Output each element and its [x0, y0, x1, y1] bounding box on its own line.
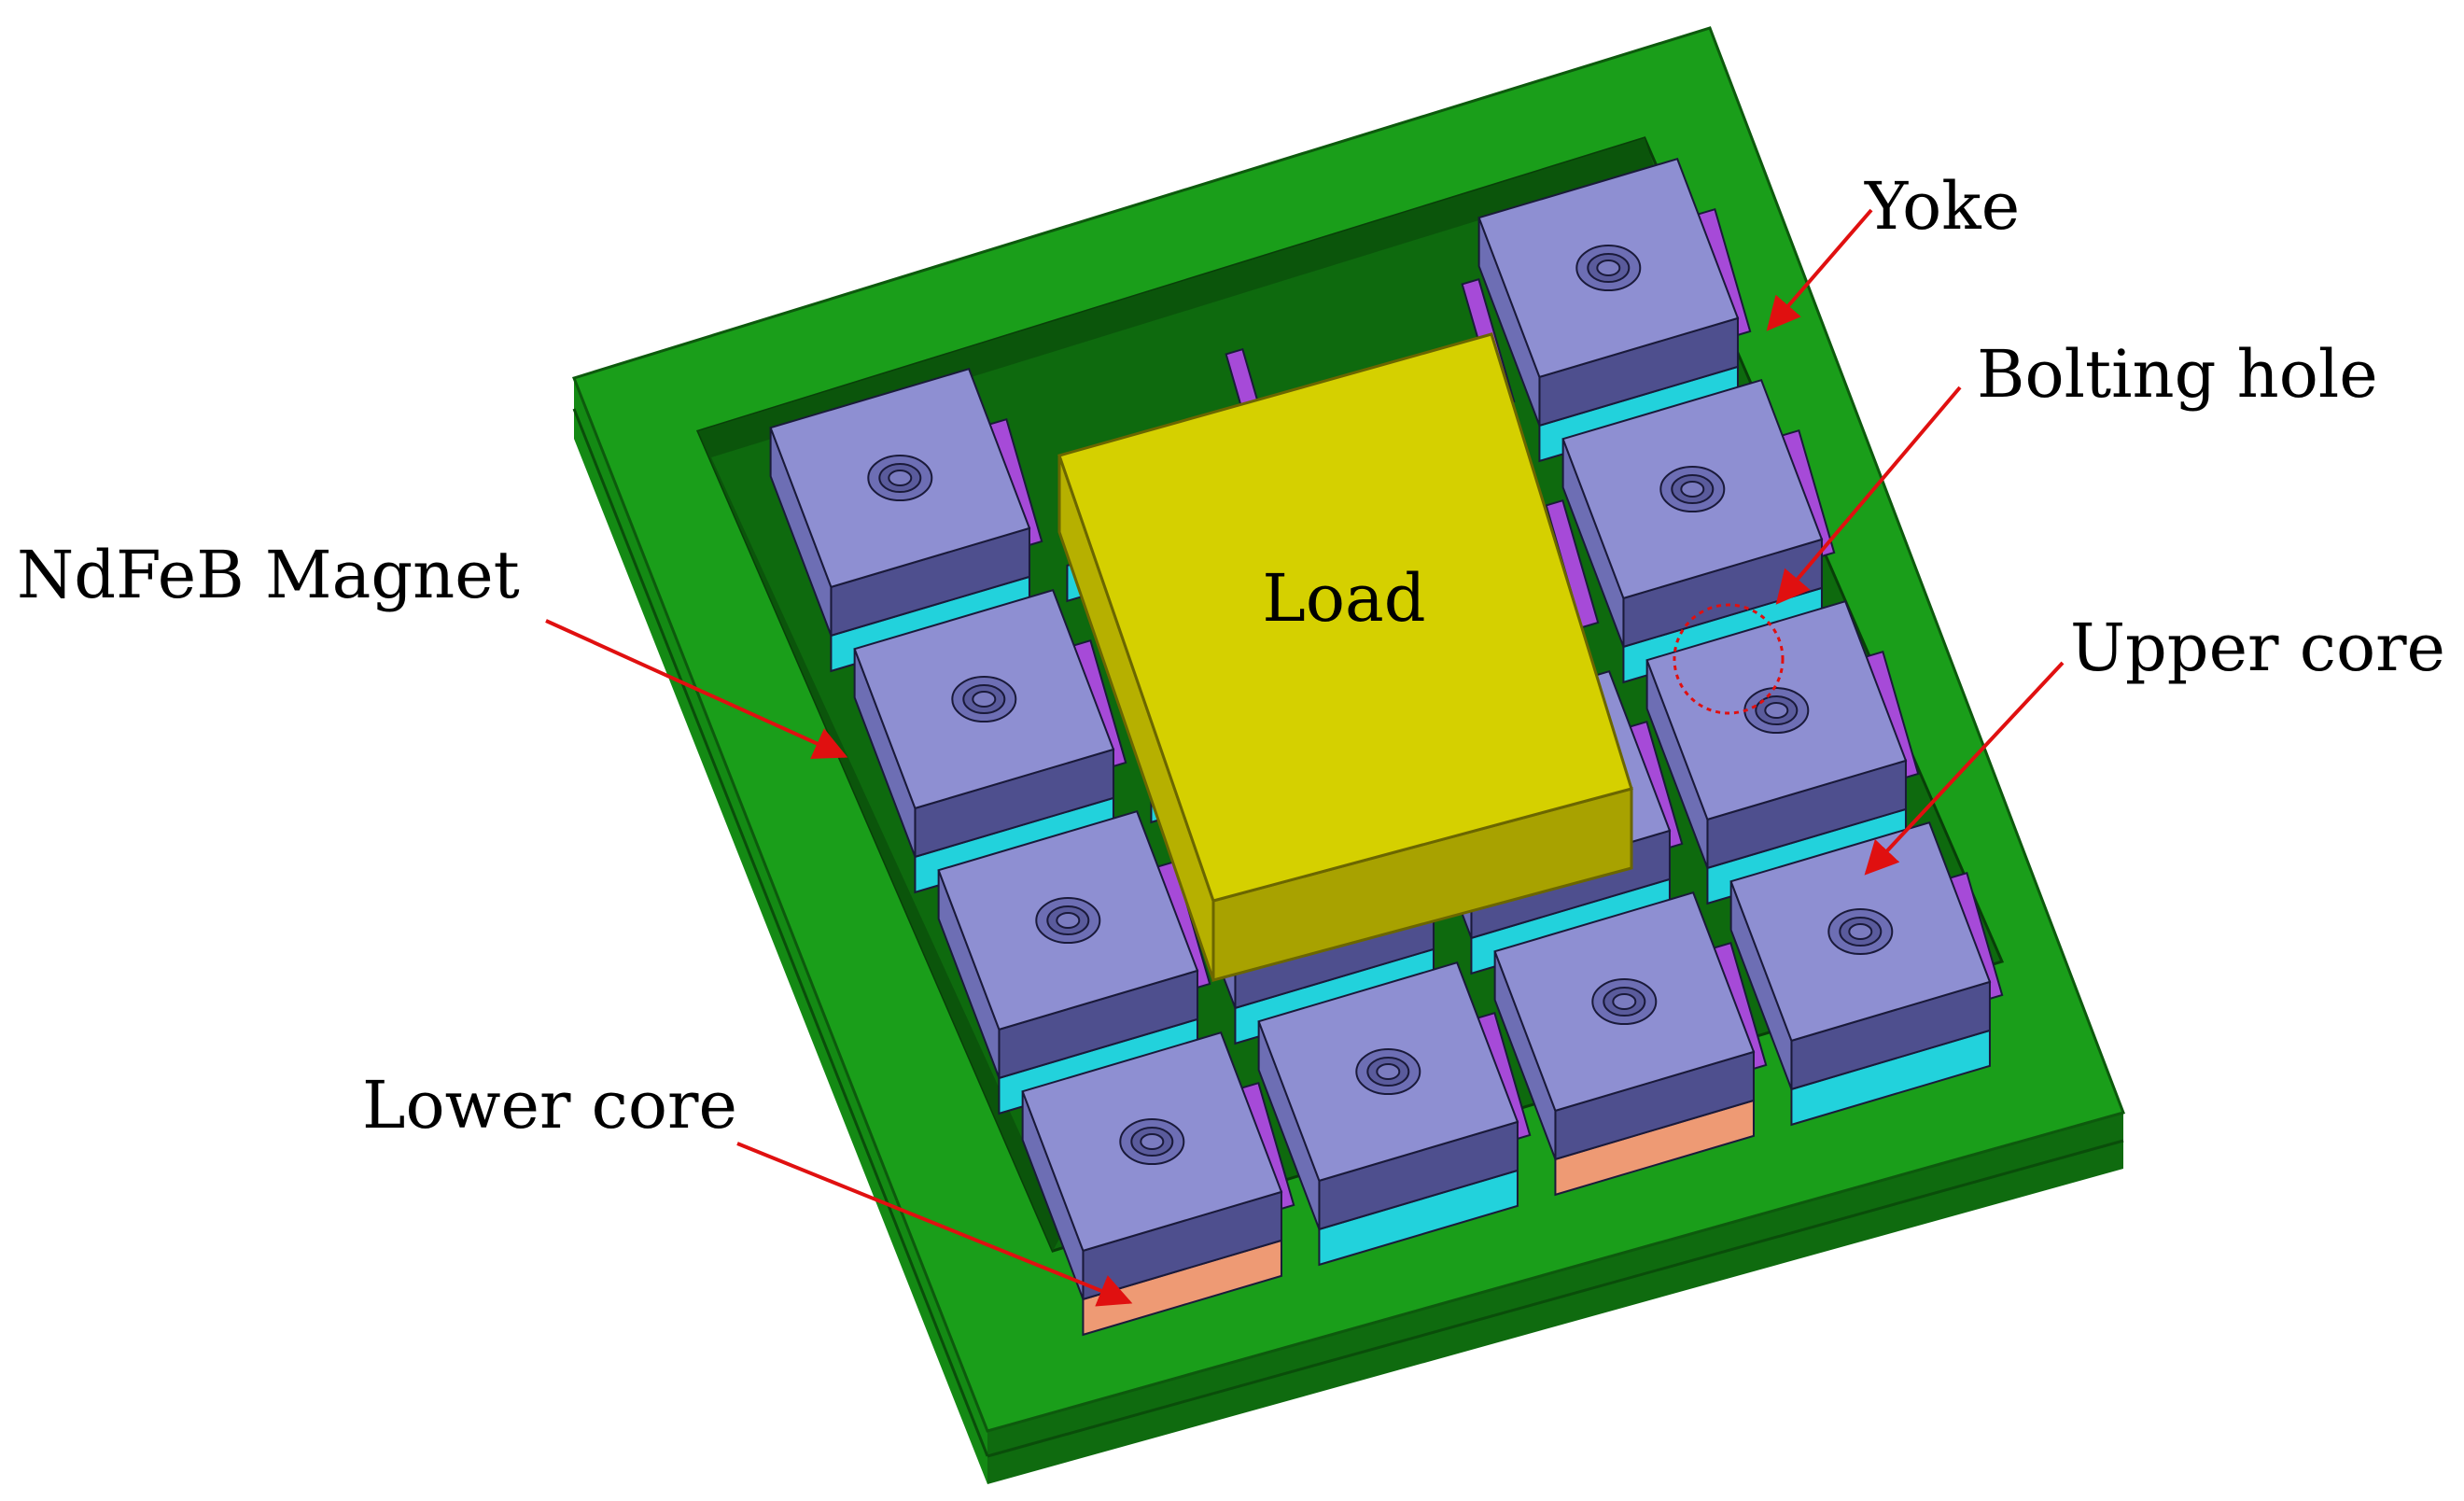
core-cell: [1477, 157, 1752, 463]
core-cell: [1561, 378, 1836, 684]
upper-core-arrow: [1864, 661, 2065, 876]
core-cell: [1493, 891, 1768, 1197]
ndfeb-magnet-label: NdFeB Magnet: [17, 537, 520, 613]
bolting-hole-highlight: [1673, 603, 1785, 715]
ndfeb-magnet-arrow: [545, 619, 848, 760]
bolting-hole-label: Bolting hole: [1977, 336, 2378, 413]
load-label: Load: [1262, 560, 1425, 637]
bolting-hole: [972, 691, 997, 708]
bolting-hole: [1848, 923, 1873, 941]
bolting-hole: [1764, 702, 1789, 720]
core-cell: [1729, 821, 2004, 1127]
core-cell: [1021, 1031, 1295, 1337]
bolting-hole: [1056, 912, 1081, 930]
core-cell: [937, 809, 1211, 1115]
lower-core-label: Lower core: [362, 1067, 737, 1143]
bolting-hole: [1680, 481, 1705, 498]
annotations: Yoke Bolting hole NdFeB Magnet Upper cor…: [17, 168, 2445, 1307]
bolting-hole: [1140, 1133, 1165, 1151]
core-cell: [1257, 961, 1532, 1267]
load-block: Load: [1057, 332, 1633, 982]
bolting-hole: [888, 470, 913, 487]
bolting-hole-arrow: [1775, 386, 1962, 605]
yoke-label: Yoke: [1864, 168, 2020, 245]
bolting-hole: [1612, 993, 1637, 1011]
load-top-face: [1057, 332, 1633, 903]
yoke-arrow: [1766, 208, 1873, 331]
core-cell: [1645, 599, 1920, 905]
bolting-hole: [1596, 260, 1621, 277]
bolting-hole: [1376, 1063, 1401, 1081]
lower-core-arrow: [736, 1142, 1133, 1307]
upper-core-label: Upper core: [2070, 610, 2445, 686]
core-cell: [769, 367, 1043, 673]
